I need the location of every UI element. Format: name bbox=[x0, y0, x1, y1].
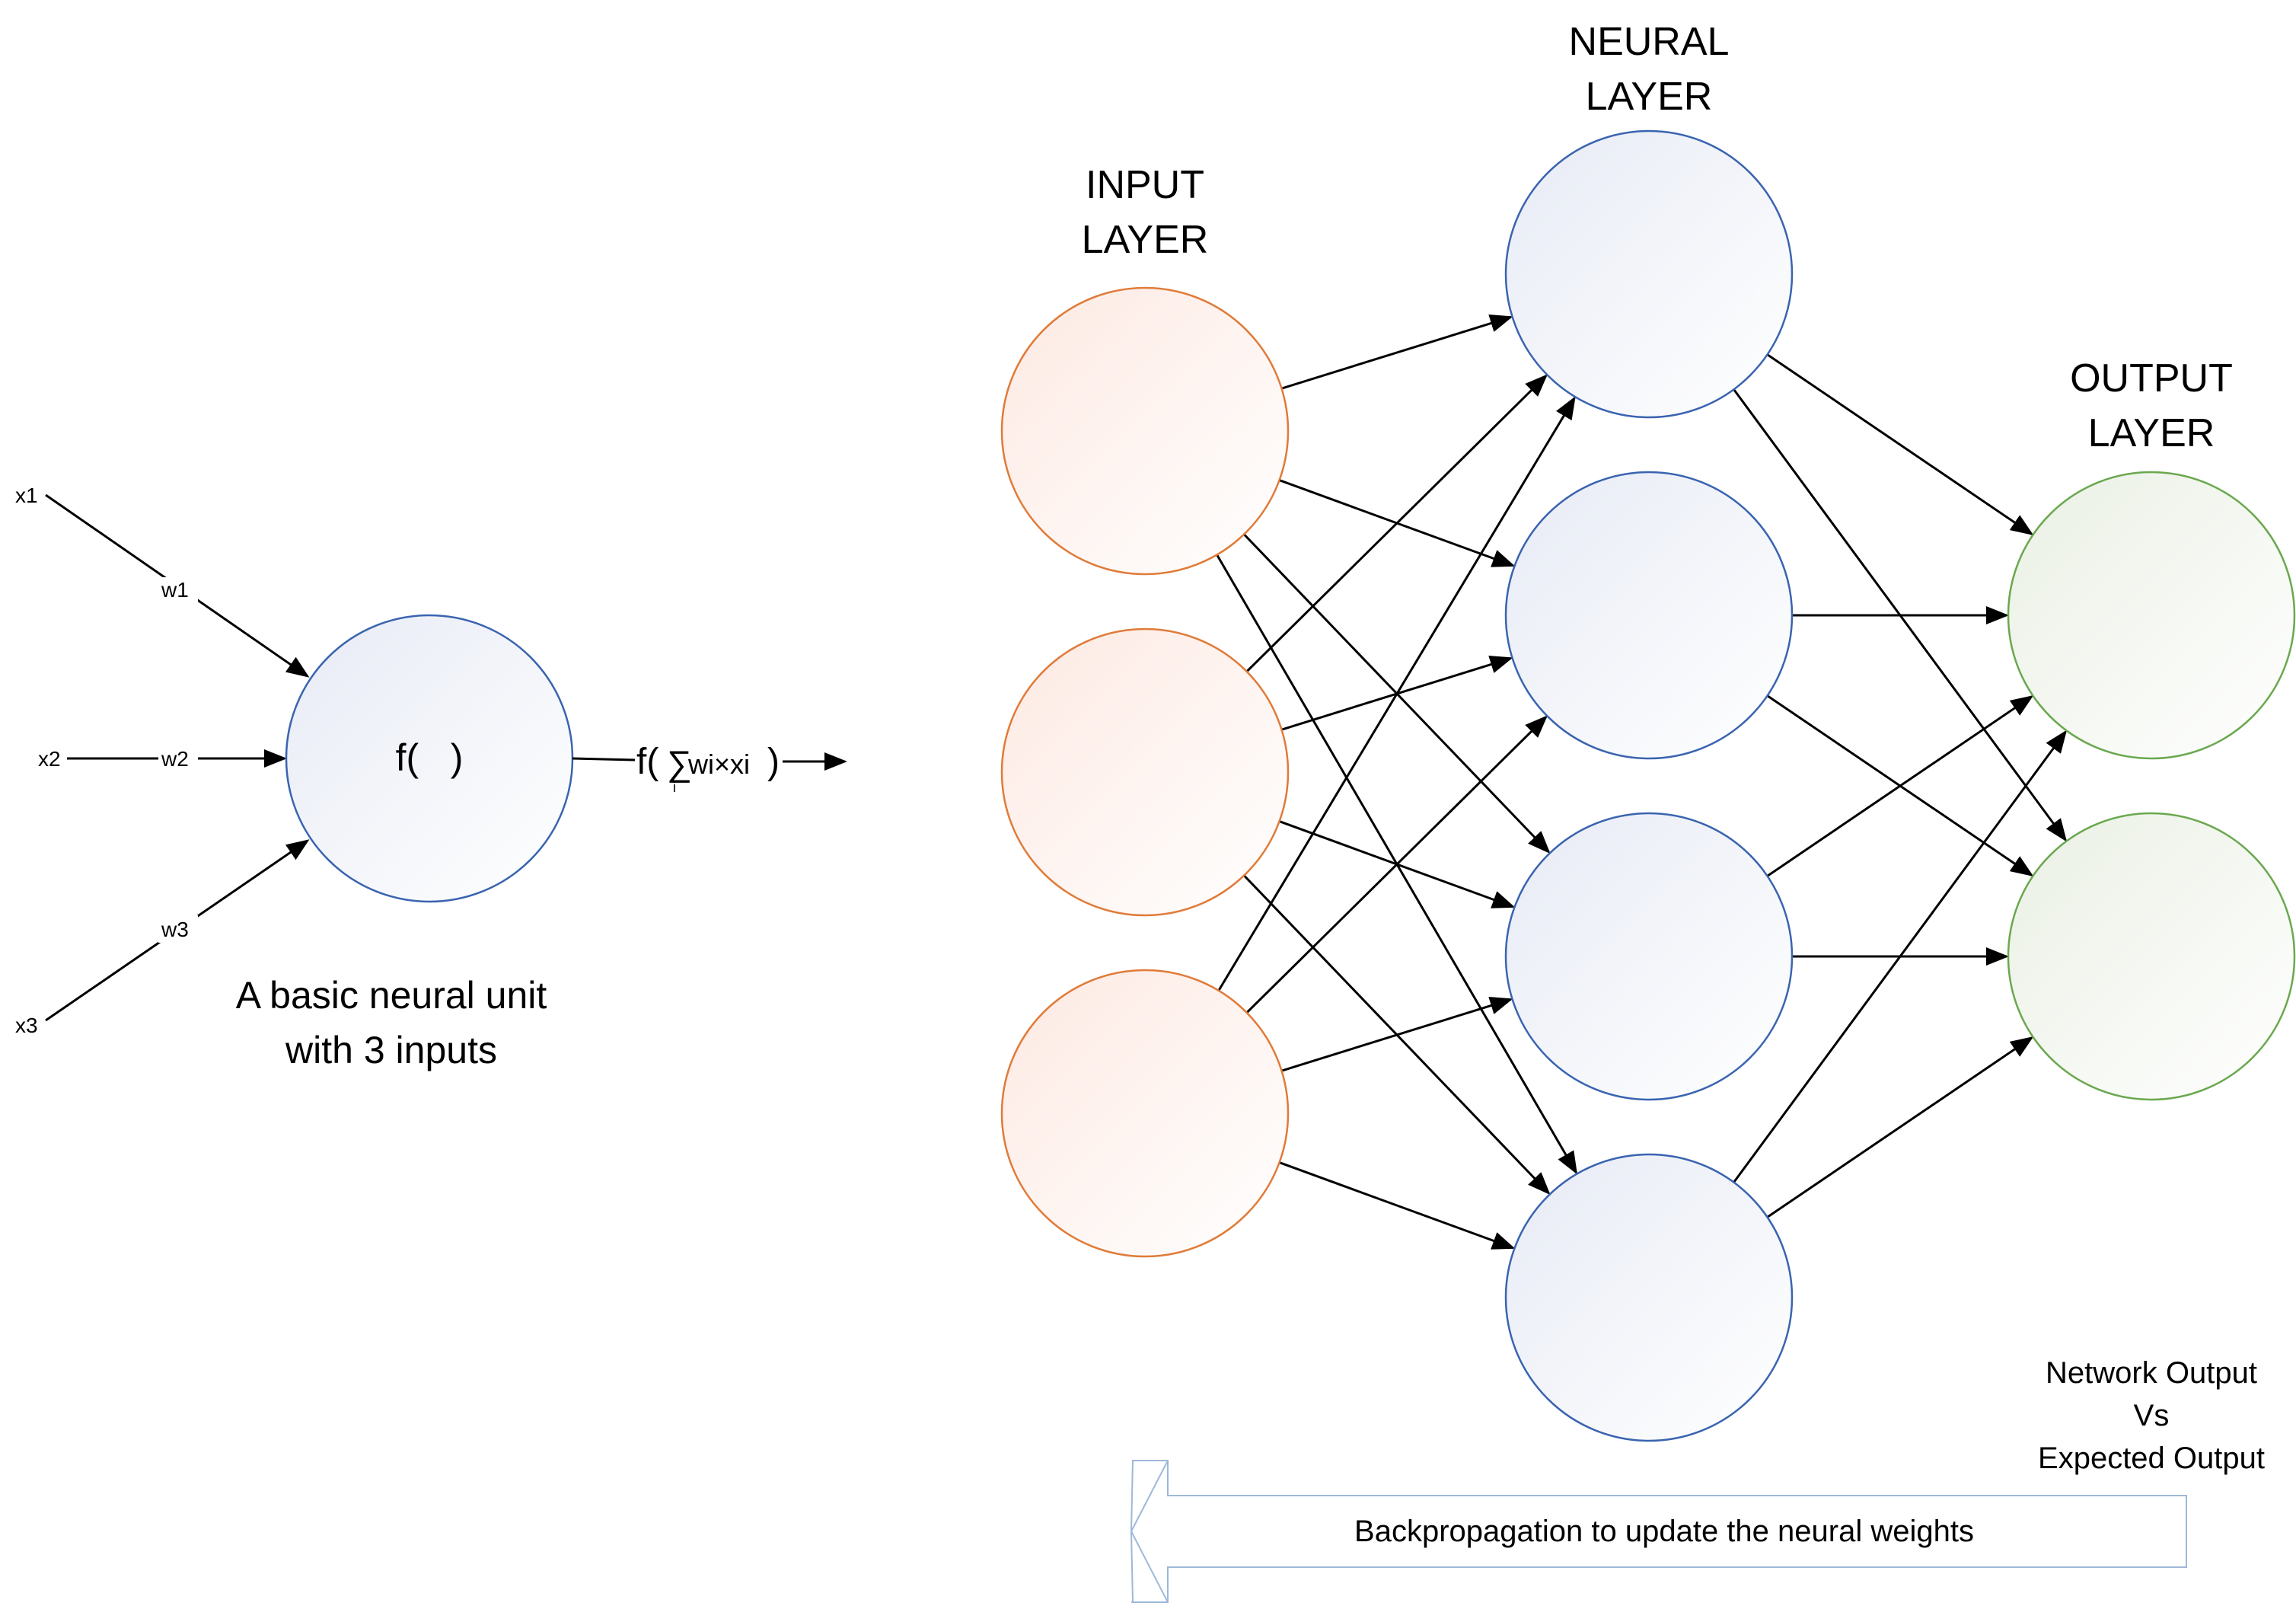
input-node bbox=[1000, 286, 1290, 576]
input-to-neural-edge bbox=[1279, 1161, 1516, 1250]
output-layer-title-line2: LAYER bbox=[2088, 411, 2215, 455]
neural-layer-title-line1: NEURAL bbox=[1569, 20, 1730, 64]
single-unit-caption-line2: with 3 inputs bbox=[285, 1029, 497, 1071]
neural-to-output-edge bbox=[1766, 695, 2034, 877]
weight-label-w1: w1 bbox=[161, 578, 189, 602]
input-label-x3: x3 bbox=[15, 1014, 38, 1037]
neural-to-output-edge bbox=[1733, 730, 2068, 1183]
single-unit-output-term: wi×xi bbox=[687, 749, 750, 780]
neural-layer-title-line2: LAYER bbox=[1586, 75, 1713, 119]
output-node bbox=[2007, 471, 2296, 760]
single-unit-output-line bbox=[572, 757, 636, 761]
input-node bbox=[1000, 627, 1290, 917]
backpropagation-arrow-outline bbox=[1130, 1460, 2187, 1603]
input-layer-title-line2: LAYER bbox=[1082, 218, 1209, 262]
backpropagation-label: Backpropagation to update the neural wei… bbox=[1354, 1515, 1974, 1548]
single-unit-output-prefix: f( bbox=[636, 742, 659, 782]
weight-label-w2: w2 bbox=[161, 747, 189, 771]
neural-node bbox=[1504, 471, 1794, 760]
backpropagation-arrow: Backpropagation to update the neural wei… bbox=[1130, 1460, 2187, 1603]
network-edges bbox=[1216, 314, 2068, 1250]
input-to-neural-edge bbox=[1281, 997, 1513, 1072]
input-node bbox=[1000, 969, 1290, 1258]
single-unit-output-close: ) bbox=[767, 742, 780, 782]
input-to-neural-edge bbox=[1245, 374, 1548, 672]
input-label-x1: x1 bbox=[15, 484, 38, 507]
weight-label-bg-w2 bbox=[158, 746, 198, 772]
comparison-note-line3: Expected Output bbox=[2038, 1442, 2265, 1475]
neural-to-output-edge bbox=[1766, 353, 2034, 535]
weight-label-bg-w1 bbox=[158, 577, 198, 605]
input-layer-title-line1: INPUT bbox=[1086, 163, 1204, 207]
input-to-neural-edge bbox=[1245, 715, 1548, 1014]
output-layer-title-line1: OUTPUT bbox=[2070, 356, 2233, 401]
single-unit-function-label: f( ) bbox=[396, 736, 464, 779]
neural-node bbox=[1504, 812, 1794, 1101]
weight-label-bg-w3 bbox=[158, 915, 198, 943]
single-unit-caption-line1: A basic neural unit bbox=[236, 974, 547, 1017]
weight-label-w3: w3 bbox=[161, 918, 189, 941]
neural-node bbox=[1504, 1153, 1794, 1442]
single-unit-output-sigma: ∑ bbox=[667, 743, 692, 783]
single-unit-output-sigma-sub: i bbox=[673, 780, 676, 795]
neural-node bbox=[1504, 129, 1794, 419]
comparison-note-line1: Network Output bbox=[2046, 1356, 2257, 1390]
output-node bbox=[2007, 812, 2296, 1101]
input-to-neural-edge bbox=[1281, 314, 1513, 390]
neural-to-output-edge bbox=[1766, 1036, 2034, 1218]
input-label-x2: x2 bbox=[38, 747, 61, 771]
input-to-neural-edge bbox=[1217, 396, 1576, 991]
single-neural-unit: x1 x2 x3 w1 w2 w3 f( ) f( ∑ i wi×xi ) A … bbox=[15, 484, 847, 1071]
comparison-note-line2: Vs bbox=[2134, 1399, 2170, 1432]
network-nodes bbox=[1000, 129, 2296, 1442]
